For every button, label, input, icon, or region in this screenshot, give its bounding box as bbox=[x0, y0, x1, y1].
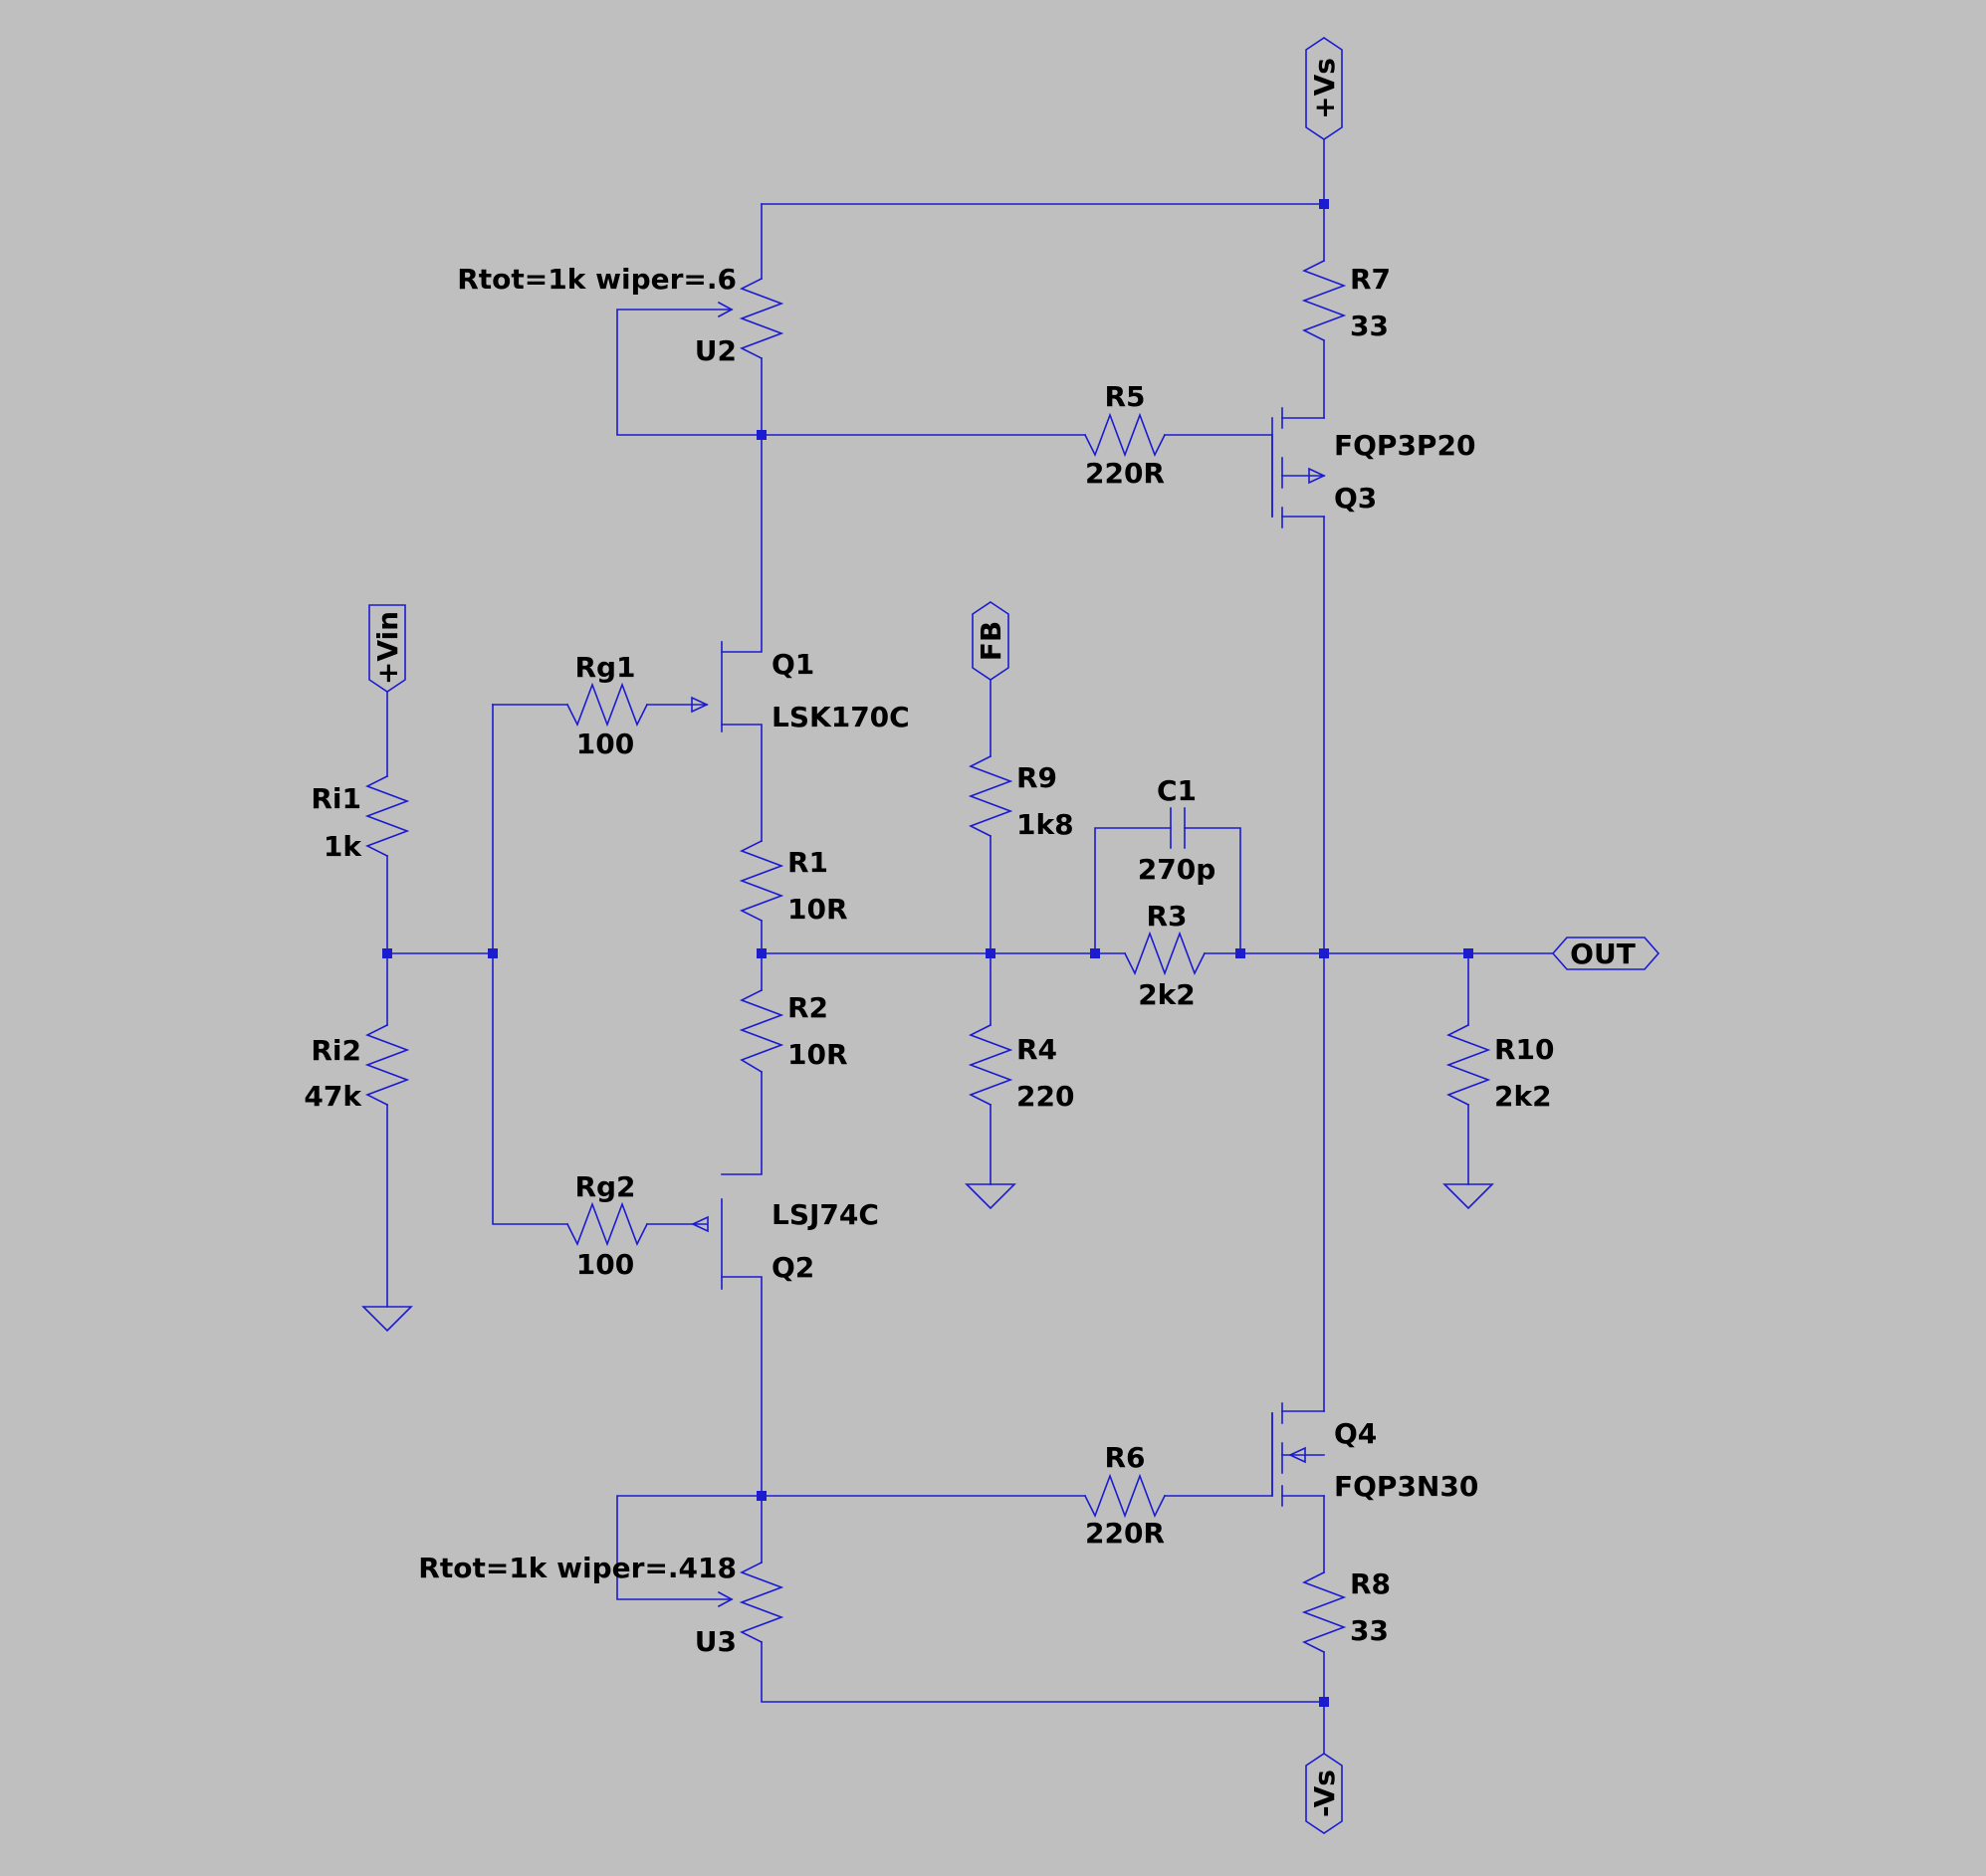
vs-pos-label: +Vs bbox=[1308, 58, 1341, 119]
r1-ref: R1 bbox=[787, 846, 828, 879]
r6-value: 220R bbox=[1085, 1517, 1165, 1550]
ri1-ref: Ri1 bbox=[311, 782, 361, 815]
ground-icon bbox=[1442, 1183, 1494, 1210]
r1-body bbox=[739, 839, 784, 923]
r3-ref: R3 bbox=[1146, 900, 1187, 933]
junctions bbox=[382, 199, 1473, 1707]
r10-body bbox=[1445, 1023, 1491, 1107]
u2-value: Rtot=1k wiper=.6 bbox=[457, 263, 737, 296]
ri1-value: 1k bbox=[324, 830, 362, 863]
r1-value: 10R bbox=[787, 893, 848, 926]
r5-value: 220R bbox=[1085, 457, 1165, 490]
grounds bbox=[361, 1183, 1494, 1333]
rg1-body bbox=[565, 682, 649, 728]
r5-body bbox=[1083, 412, 1167, 458]
q4-arrow bbox=[1288, 1446, 1306, 1464]
r4-value: 220 bbox=[1016, 1080, 1074, 1113]
q3-ref: Q3 bbox=[1334, 482, 1377, 515]
r8-ref: R8 bbox=[1350, 1567, 1391, 1600]
c1-body bbox=[1170, 807, 1186, 849]
r2-value: 10R bbox=[787, 1038, 848, 1071]
rg2-value: 100 bbox=[576, 1248, 634, 1281]
u3-value: Rtot=1k wiper=.418 bbox=[418, 1552, 737, 1584]
ri2-value: 47k bbox=[304, 1080, 362, 1113]
ground-icon bbox=[965, 1183, 1016, 1210]
fb-flag bbox=[972, 601, 1009, 681]
r9-ref: R9 bbox=[1016, 761, 1057, 794]
vs-pos-flag bbox=[1305, 37, 1343, 140]
q2-ref: Q2 bbox=[772, 1251, 814, 1284]
q1-ref: Q1 bbox=[772, 648, 814, 681]
q1-gate-arrow bbox=[691, 696, 709, 714]
r7-ref: R7 bbox=[1350, 263, 1391, 296]
u2-body bbox=[739, 277, 784, 360]
u3-ref: U3 bbox=[695, 1625, 737, 1658]
q3-value: FQP3P20 bbox=[1334, 429, 1475, 462]
r8-value: 33 bbox=[1350, 1614, 1389, 1647]
ground-icon bbox=[361, 1306, 413, 1333]
r4-ref: R4 bbox=[1016, 1033, 1057, 1066]
u3-body bbox=[739, 1561, 784, 1644]
component-labels: Rtot=1k wiper=.6 U2 R7 33 R5 220R FQP3P2… bbox=[304, 263, 1554, 1658]
r9-value: 1k8 bbox=[1016, 808, 1074, 841]
ri2-ref: Ri2 bbox=[311, 1034, 361, 1067]
port-flags bbox=[368, 37, 1660, 1834]
r2-body bbox=[739, 988, 784, 1074]
vs-neg-label: -Vs bbox=[1308, 1770, 1341, 1817]
wires bbox=[386, 138, 1554, 1755]
rg1-value: 100 bbox=[576, 728, 634, 760]
r10-value: 2k2 bbox=[1494, 1080, 1552, 1113]
out-flag bbox=[1551, 937, 1660, 970]
vs-neg-flag bbox=[1305, 1753, 1343, 1834]
r3-body bbox=[1123, 931, 1207, 976]
q3-arrow bbox=[1308, 467, 1326, 485]
rg1-ref: Rg1 bbox=[574, 651, 635, 684]
r4-body bbox=[968, 1023, 1013, 1107]
rg2-ref: Rg2 bbox=[574, 1170, 635, 1203]
u2-ref: U2 bbox=[695, 334, 737, 367]
r8-body bbox=[1301, 1570, 1347, 1654]
r7-value: 33 bbox=[1350, 310, 1389, 342]
r9-body bbox=[968, 754, 1013, 838]
q1-value: LSK170C bbox=[772, 701, 910, 733]
vin-flag bbox=[368, 604, 406, 693]
port-labels: +Vs -Vs +Vin FB OUT bbox=[371, 58, 1636, 1817]
r2-ref: R2 bbox=[787, 991, 828, 1024]
q4-value: FQP3N30 bbox=[1334, 1470, 1478, 1503]
r6-body bbox=[1083, 1473, 1167, 1519]
r5-ref: R5 bbox=[1104, 380, 1145, 413]
q2-value: LSJ74C bbox=[772, 1198, 879, 1231]
q2-gate-arrow bbox=[691, 1215, 709, 1233]
ri1-body bbox=[364, 774, 410, 858]
vin-label: +Vin bbox=[371, 611, 404, 685]
jfet-arrows bbox=[691, 696, 709, 1233]
c1-ref: C1 bbox=[1157, 774, 1197, 807]
rg2-body bbox=[565, 1201, 649, 1247]
pot-wipers bbox=[717, 301, 734, 1608]
resistor-bodies bbox=[364, 259, 1491, 1654]
r3-value: 2k2 bbox=[1138, 978, 1196, 1011]
c1-value: 270p bbox=[1138, 853, 1216, 886]
fb-label: FB bbox=[975, 621, 1007, 661]
mosfet-arrows bbox=[1288, 467, 1326, 1464]
q4-ref: Q4 bbox=[1334, 1417, 1377, 1450]
out-label: OUT bbox=[1570, 938, 1636, 970]
r6-ref: R6 bbox=[1104, 1441, 1145, 1474]
r10-ref: R10 bbox=[1494, 1033, 1555, 1066]
r7-body bbox=[1301, 259, 1347, 342]
ri2-body bbox=[364, 1023, 410, 1107]
